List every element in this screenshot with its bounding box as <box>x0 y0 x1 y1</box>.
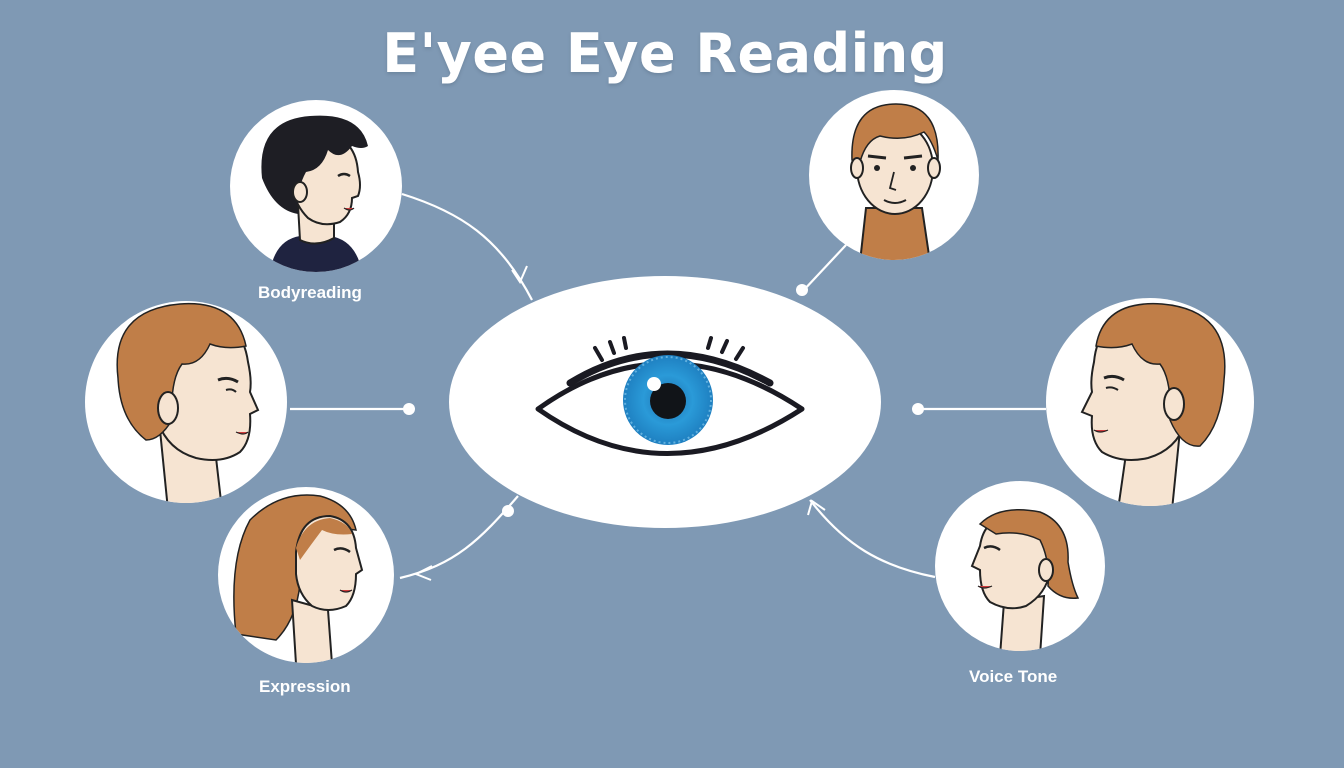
diagram-title: E'yee Eye Reading <box>382 22 948 85</box>
connector-dots <box>403 284 924 517</box>
person-long-hair-icon <box>233 494 364 663</box>
eyelid-top-line <box>566 350 774 387</box>
connector-dot <box>912 403 924 415</box>
connector-top-left <box>401 192 533 301</box>
connector-bottom-right-arrow <box>807 499 826 516</box>
person-profile-icon <box>970 509 1080 651</box>
center-eye-node <box>449 276 881 528</box>
node-label-voice-tone: Voice Tone <box>969 667 1058 686</box>
node-bottom-right <box>935 481 1105 651</box>
person-profile-icon <box>261 115 368 272</box>
person-front-icon <box>850 103 941 260</box>
connector-top-right <box>801 244 847 293</box>
connector-top-left-arrow <box>511 265 528 285</box>
connector-dot <box>502 505 514 517</box>
eye-highlight <box>647 377 661 391</box>
eye-icon <box>535 336 805 456</box>
connector-dot <box>796 284 808 296</box>
eyelashes <box>593 336 745 362</box>
connector-dot <box>403 403 415 415</box>
connector-bottom-right <box>809 499 936 579</box>
connector-bottom-left <box>399 495 519 580</box>
person-profile-icon <box>1080 302 1226 506</box>
node-mid-right <box>1046 298 1254 506</box>
node-label-expression: Expression <box>259 677 351 696</box>
iris-ring <box>624 356 712 444</box>
node-top-right <box>809 90 979 260</box>
node-mid-left <box>85 301 287 503</box>
connector-bottom-left-arrow <box>413 565 433 581</box>
pupil <box>650 383 686 419</box>
node-label-bodyreading: Bodyreading <box>258 283 362 302</box>
node-bottom-left <box>218 487 394 663</box>
node-top-left <box>230 100 402 272</box>
person-profile-icon <box>116 302 260 503</box>
